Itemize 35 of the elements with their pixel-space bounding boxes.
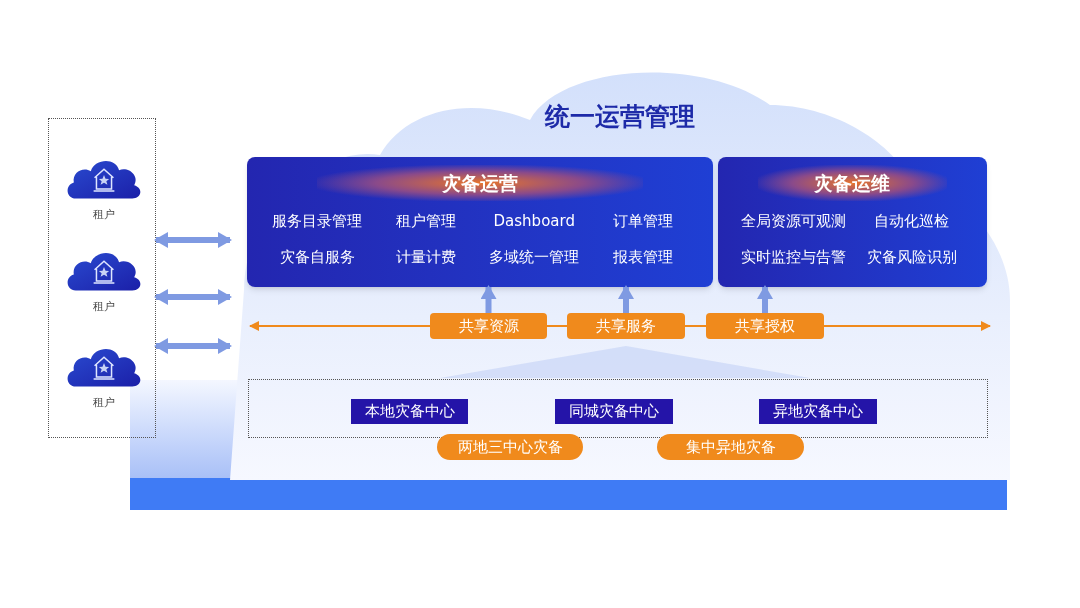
tenant-label: 租户 xyxy=(93,298,115,315)
feature-label: 报表管理 xyxy=(612,248,673,266)
tenant-label: 租户 xyxy=(93,394,115,411)
feature-label: 服务目录管理 xyxy=(272,212,363,230)
dr-mode-pill: 两地三中心灾备 xyxy=(437,434,583,460)
module-panel xyxy=(247,157,713,287)
feature-label: 自动化巡检 xyxy=(874,212,950,230)
up-arrow xyxy=(154,338,232,354)
feature-label: 计量计费 xyxy=(395,248,456,266)
data-center-box: 同城灾备中心 xyxy=(555,399,673,424)
feature-label: Dashboard xyxy=(493,212,575,230)
data-center-box: 异地灾备中心 xyxy=(759,399,877,424)
up-arrow xyxy=(154,232,232,248)
up-arrow xyxy=(154,289,232,305)
up-arrow xyxy=(480,285,497,313)
tenant-label: 租户 xyxy=(93,206,115,223)
feature-label: 多域统一管理 xyxy=(489,248,580,266)
dr-mode-pill: 集中异地灾备 xyxy=(657,434,804,460)
dotted-group-frame xyxy=(48,118,156,438)
shared-capability-tag: 共享资源 xyxy=(430,313,547,339)
module-panel xyxy=(718,157,987,287)
up-arrow xyxy=(757,285,773,313)
panel-heading: 灾备运营 xyxy=(442,170,518,196)
shared-capability-tag: 共享授权 xyxy=(706,313,824,339)
feature-label: 灾备风险识别 xyxy=(866,248,957,266)
feature-label: 订单管理 xyxy=(612,212,673,230)
feature-label: 灾备自服务 xyxy=(279,248,355,266)
feature-label: 实时监控与告警 xyxy=(740,248,846,266)
feature-label: 全局资源可观测 xyxy=(740,212,846,230)
feature-label: 租户管理 xyxy=(395,212,456,230)
panel-heading: 灾备运维 xyxy=(814,170,891,196)
shared-capability-tag: 共享服务 xyxy=(567,313,685,339)
up-arrow xyxy=(618,285,634,313)
data-center-box: 本地灾备中心 xyxy=(351,399,468,424)
cloud-title: 统一运营管理 xyxy=(543,101,696,133)
